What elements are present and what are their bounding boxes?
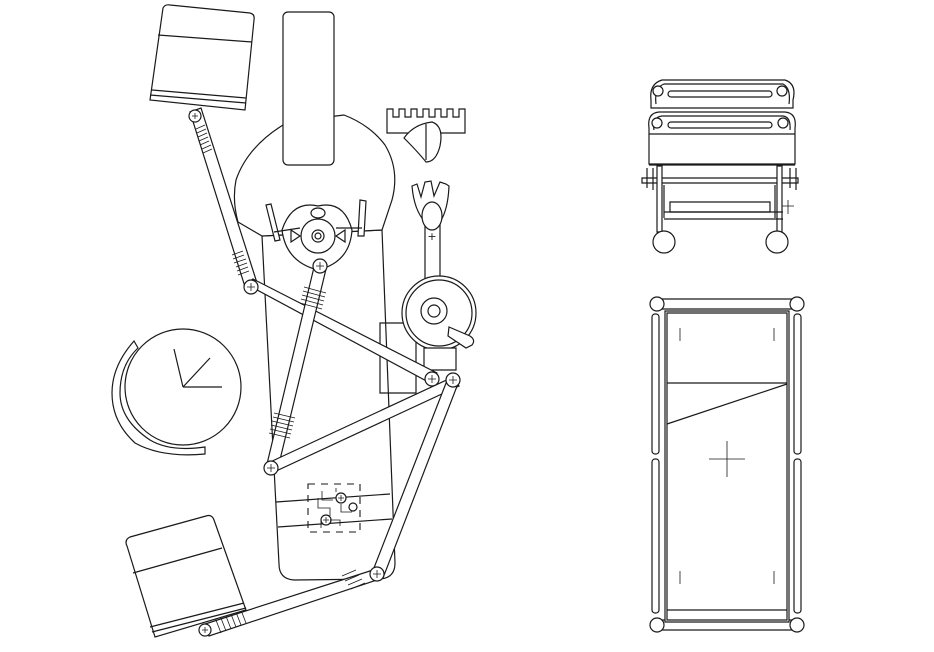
pivot-mark: +	[427, 230, 436, 243]
headrest	[283, 12, 334, 165]
monitor-top-left	[150, 5, 254, 110]
operating-table-top-plan	[650, 297, 804, 632]
operating-room-plan: +	[112, 5, 476, 637]
dashed-equipment-footprint	[308, 484, 360, 532]
articulated-arms	[189, 108, 460, 636]
wall-clock	[112, 329, 241, 455]
fork-tool: +	[412, 181, 449, 283]
round-lamp-unit	[402, 276, 476, 370]
monitor-bottom-left	[126, 516, 246, 638]
head-ring-unit	[266, 200, 366, 270]
arm-joints	[189, 110, 460, 636]
operating-table-side-elevation	[642, 80, 798, 253]
comb-retractor	[387, 109, 465, 162]
surgeon-head-area	[234, 115, 394, 236]
